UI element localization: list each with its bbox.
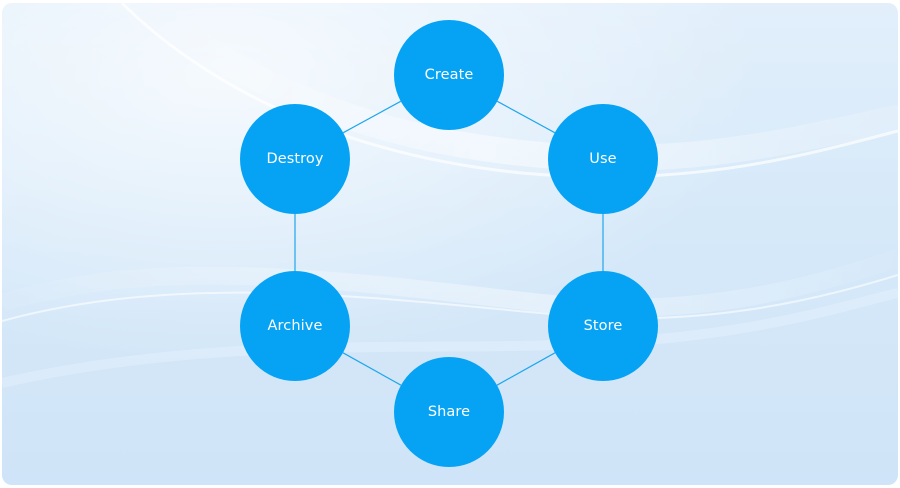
node-label-share: Share [427,404,471,420]
connector-store-to-share [496,352,556,386]
node-archive: Archive [240,271,350,381]
node-store: Store [548,271,658,381]
connector-create-to-use [496,100,556,134]
node-use: Use [548,104,658,214]
node-label-archive: Archive [267,318,323,334]
connector-share-to-archive [342,352,402,386]
connector-destroy-to-create [342,100,402,134]
node-label-destroy: Destroy [266,151,324,167]
cycle-diagram [294,100,604,386]
node-create: Create [394,20,504,130]
cycle-connectors [294,100,604,386]
node-destroy: Destroy [240,104,350,214]
node-label-create: Create [424,67,474,83]
node-share: Share [394,357,504,467]
node-label-use: Use [589,151,617,167]
node-label-store: Store [583,318,623,334]
